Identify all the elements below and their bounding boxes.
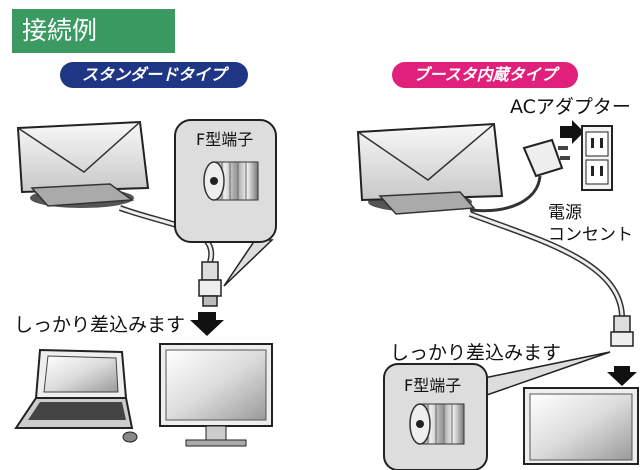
- booster-connector-label: F型端子: [404, 376, 462, 395]
- standard-antenna: [16, 120, 150, 208]
- booster-antenna: [356, 122, 504, 215]
- standard-insert-text: しっかり差込みます: [14, 314, 186, 336]
- booster-plug: [610, 315, 634, 347]
- standard-plug: [198, 261, 222, 307]
- outlet-label-line1: 電源: [548, 203, 582, 223]
- booster-connector-callout: [383, 351, 611, 470]
- standard-connector-callout: [174, 119, 277, 287]
- standard-type-label: スタンダードタイプ: [60, 62, 248, 88]
- section-title: 接続例: [12, 9, 175, 53]
- outlet-label-line2: コンセント: [548, 225, 633, 245]
- standard-connector-label: F型端子: [196, 130, 254, 149]
- booster-monitor: [523, 387, 639, 465]
- laptop: [14, 348, 138, 443]
- adapter-right-arrow: [560, 120, 584, 144]
- standard-down-arrow: [190, 312, 224, 336]
- booster-type-label: ブースタ内蔵タイプ: [392, 62, 578, 88]
- power-outlet: [581, 125, 613, 191]
- adapter-label: ACアダプター: [510, 96, 631, 118]
- ac-adapter: [522, 138, 570, 178]
- standard-monitor: [159, 343, 273, 447]
- booster-down-arrow: [607, 366, 637, 386]
- booster-insert-text: しっかり差込みます: [390, 342, 562, 364]
